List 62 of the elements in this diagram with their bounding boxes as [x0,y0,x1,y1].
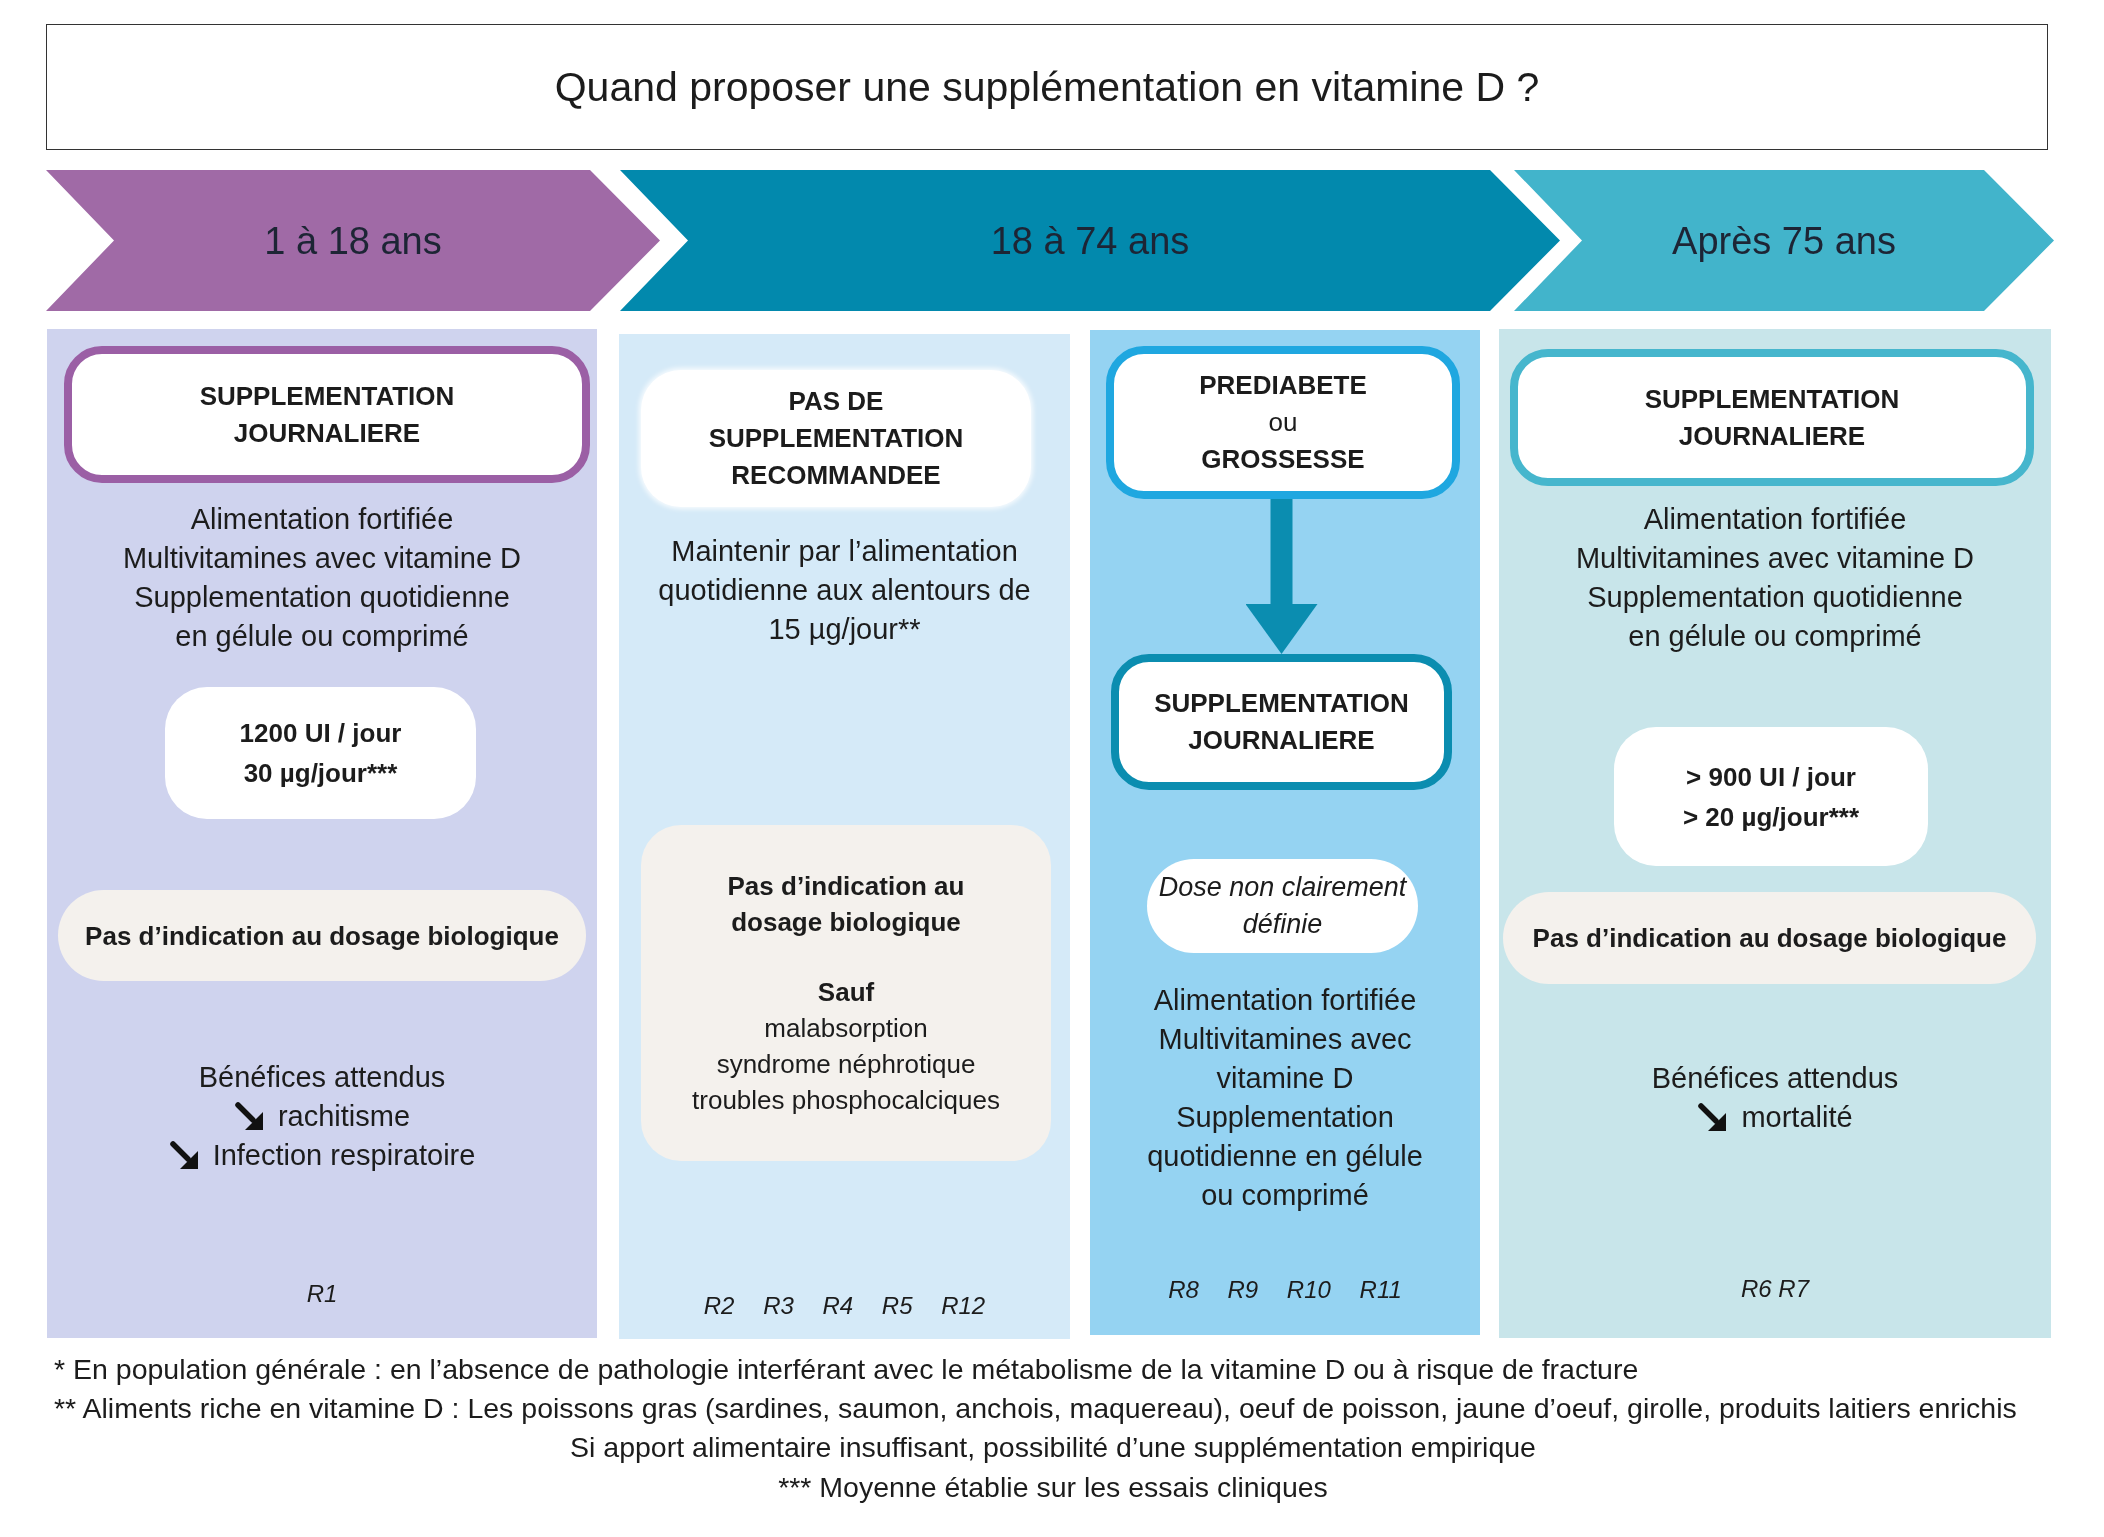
supplement-option: Alimentation fortifiée [1643,500,1907,539]
benefits-heading: Bénéfices attendus [1651,1061,1899,1096]
reference-codes: R8 R9 R10 R11 [1168,1275,1402,1305]
supplement-option: Supplementation quotidienne en gélule ou comprimé [127,578,517,656]
column-panel [47,329,597,1338]
testing-note: Pas d’indication au dosage biologique [1532,922,2007,955]
recommendation-heading: PAS DE SUPPLEMENTATION RECOMMANDEE [707,385,965,492]
recommendation-box [1111,654,1452,790]
supplement-option: Multivitamines avec vitamine D [122,539,522,578]
recommendation-heading: SUPPLEMENTATION JOURNALIERE [1153,687,1410,757]
footnote: *** Moyenne établie sur les essais cliniques [778,1470,1328,1505]
condition-label: PREDIABETE [1199,369,1367,402]
testing-box [641,825,1051,1161]
condition-label: GROSSESSE [1201,443,1365,476]
dose-value: > 900 UI / jour [1686,760,1856,794]
recommendation-box [1510,349,2034,486]
age-range-label: 18 à 74 ans [990,218,1190,264]
expected-benefit: rachitisme [277,1099,411,1134]
title-banner: Quand proposer une supplémentation en vitamine D ? [46,24,2048,150]
reference-codes: R2 R3 R4 R5 R12 [703,1291,986,1321]
dose-note: Dose non clairement définie [1157,871,1408,941]
column-panel [1090,330,1480,1335]
footnote: Si apport alimentaire insuffisant, possibilité d’une supplémentation empirique [570,1430,1536,1465]
reference-codes: R6 R7 [1741,1274,1809,1304]
recommendation-box [641,370,1031,507]
expected-benefit: mortalité [1741,1100,1853,1135]
testing-note: Pas d’indication au dosage biologique [726,870,966,939]
recommendation-box [64,346,590,483]
supplement-option: Supplementation quotidienne en gélule ou comprimé [1580,578,1970,656]
supplement-option: Alimentation fortifiée [190,500,454,539]
benefits-heading: Bénéfices attendus [198,1060,446,1095]
exception-item: troubles phosphocalciques [692,1084,1000,1117]
exception-item: malabsorption [764,1012,928,1045]
dose-box [1614,727,1928,866]
age-range-label: 1 à 18 ans [264,218,442,264]
expected-benefit: Infection respiratoire [212,1138,476,1173]
column-panel [619,334,1070,1339]
supplement-option: Alimentation fortifiée [1153,981,1417,1020]
testing-note: Pas d’indication au dosage biologique [85,919,559,953]
intake-note: Maintenir par l’alimentation quotidienne aux alentours de 15 µg/jour** [657,534,1032,647]
recommendation-heading: SUPPLEMENTATION JOURNALIERE [198,379,456,450]
condition-box [1106,346,1460,499]
reference-codes: R1 [306,1279,338,1309]
chevron-banner [1514,170,2054,311]
dose-value: 30 µg/jour*** [243,757,398,790]
supplement-option: Supplementation quotidienne en gélule ou comprimé [1135,1098,1435,1215]
footnote: ** Aliments riche en vitamine D : Les poissons gras (sardines, saumon, anchois, maquereau), oeuf de poisson, jaune d’oeuf, girolle, produits laitiers enrichis [54,1391,2017,1426]
conjunction-text: ou [1268,406,1298,439]
dose-value: > 20 µg/jour*** [1682,800,1860,834]
exception-item: syndrome néphrotique [716,1048,976,1081]
dose-box [165,687,476,819]
recommendation-heading: SUPPLEMENTATION JOURNALIERE [1643,382,1901,453]
arrow [1245,499,1318,654]
chevron-banner [46,170,660,311]
exception-heading: Sauf [817,976,875,1009]
age-range-label: Après 75 ans [1672,218,1896,264]
column-panel [1499,329,2051,1338]
supplement-option: Multivitamines avec vitamine D [1135,1020,1435,1098]
chevron-banner [620,170,1560,311]
supplement-option: Multivitamines avec vitamine D [1575,539,1975,578]
dose-value: 1200 UI / jour [239,717,402,750]
footnote: * En population générale : en l’absence de pathologie interférant avec le métabolisme de la vitamine D ou à risque de fracture [54,1352,1639,1387]
